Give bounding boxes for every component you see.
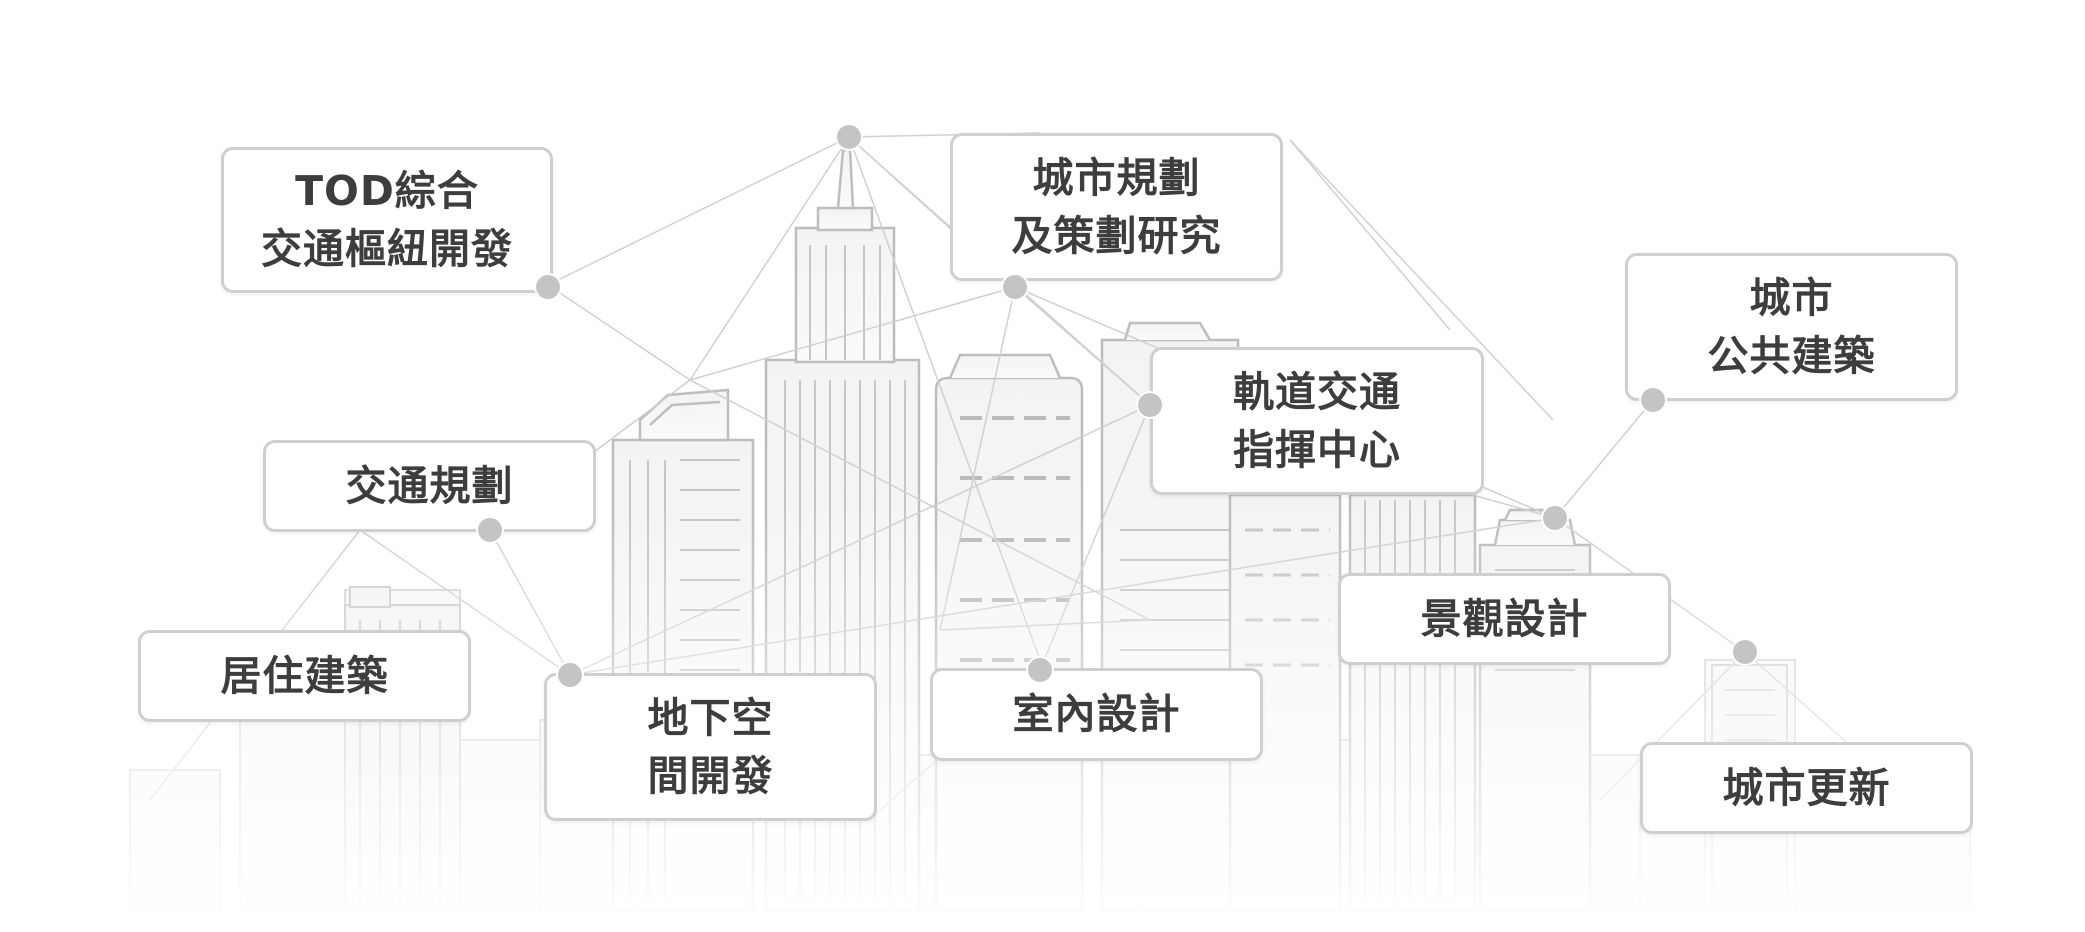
label-tod-line2: 交通樞紐開發 bbox=[261, 225, 513, 273]
node-interior bbox=[1028, 658, 1052, 682]
label-urban-planning-research[interactable]: 城市規劃 及策劃研究 bbox=[950, 133, 1283, 281]
label-landscape-text: 景觀設計 bbox=[1420, 594, 1589, 643]
label-residential-buildings[interactable]: 居住建築 bbox=[138, 630, 471, 722]
network-node-far-right bbox=[1733, 640, 1757, 664]
label-tod-transit-hub[interactable]: TOD綜合 交通樞紐開發 bbox=[221, 147, 553, 293]
label-urban-renewal[interactable]: 城市更新 bbox=[1640, 742, 1973, 834]
label-interior-text: 室內設計 bbox=[1012, 690, 1181, 739]
node-urban-planning bbox=[1003, 275, 1027, 299]
label-urban-renewal-text: 城市更新 bbox=[1722, 763, 1891, 812]
label-urban-planning-line2: 及策劃研究 bbox=[1011, 212, 1222, 260]
label-underground-line1: 地下空 bbox=[647, 693, 774, 742]
label-tod-line1: TOD綜合 bbox=[295, 166, 479, 215]
label-rail-control-line2: 指揮中心 bbox=[1233, 426, 1401, 474]
label-rail-control-line1: 軌道交通 bbox=[1233, 367, 1401, 416]
label-public-buildings-line1: 城市 bbox=[1749, 273, 1834, 322]
network-node-spire bbox=[837, 125, 861, 149]
label-urban-public-buildings[interactable]: 城市 公共建築 bbox=[1625, 253, 1958, 401]
label-interior-design[interactable]: 室內設計 bbox=[930, 668, 1263, 761]
label-rail-transit-control-center[interactable]: 軌道交通 指揮中心 bbox=[1150, 347, 1484, 495]
node-public-buildings bbox=[1641, 388, 1665, 412]
network-node-crowned-tower bbox=[1543, 506, 1567, 530]
label-landscape-design[interactable]: 景觀設計 bbox=[1338, 573, 1671, 665]
node-tod bbox=[536, 275, 560, 299]
label-urban-planning-line1: 城市規劃 bbox=[1032, 153, 1201, 202]
label-traffic-planning-text: 交通規劃 bbox=[345, 461, 514, 510]
label-underground-line2: 間開發 bbox=[647, 752, 774, 800]
node-traffic-planning bbox=[478, 518, 502, 542]
node-rail-control bbox=[1138, 393, 1162, 417]
label-traffic-planning[interactable]: 交通規劃 bbox=[263, 440, 596, 532]
label-underground-space-development[interactable]: 地下空 間開發 bbox=[544, 673, 877, 821]
label-residential-text: 居住建築 bbox=[220, 651, 389, 700]
label-public-buildings-line2: 公共建築 bbox=[1707, 332, 1876, 380]
node-underground bbox=[558, 663, 582, 687]
